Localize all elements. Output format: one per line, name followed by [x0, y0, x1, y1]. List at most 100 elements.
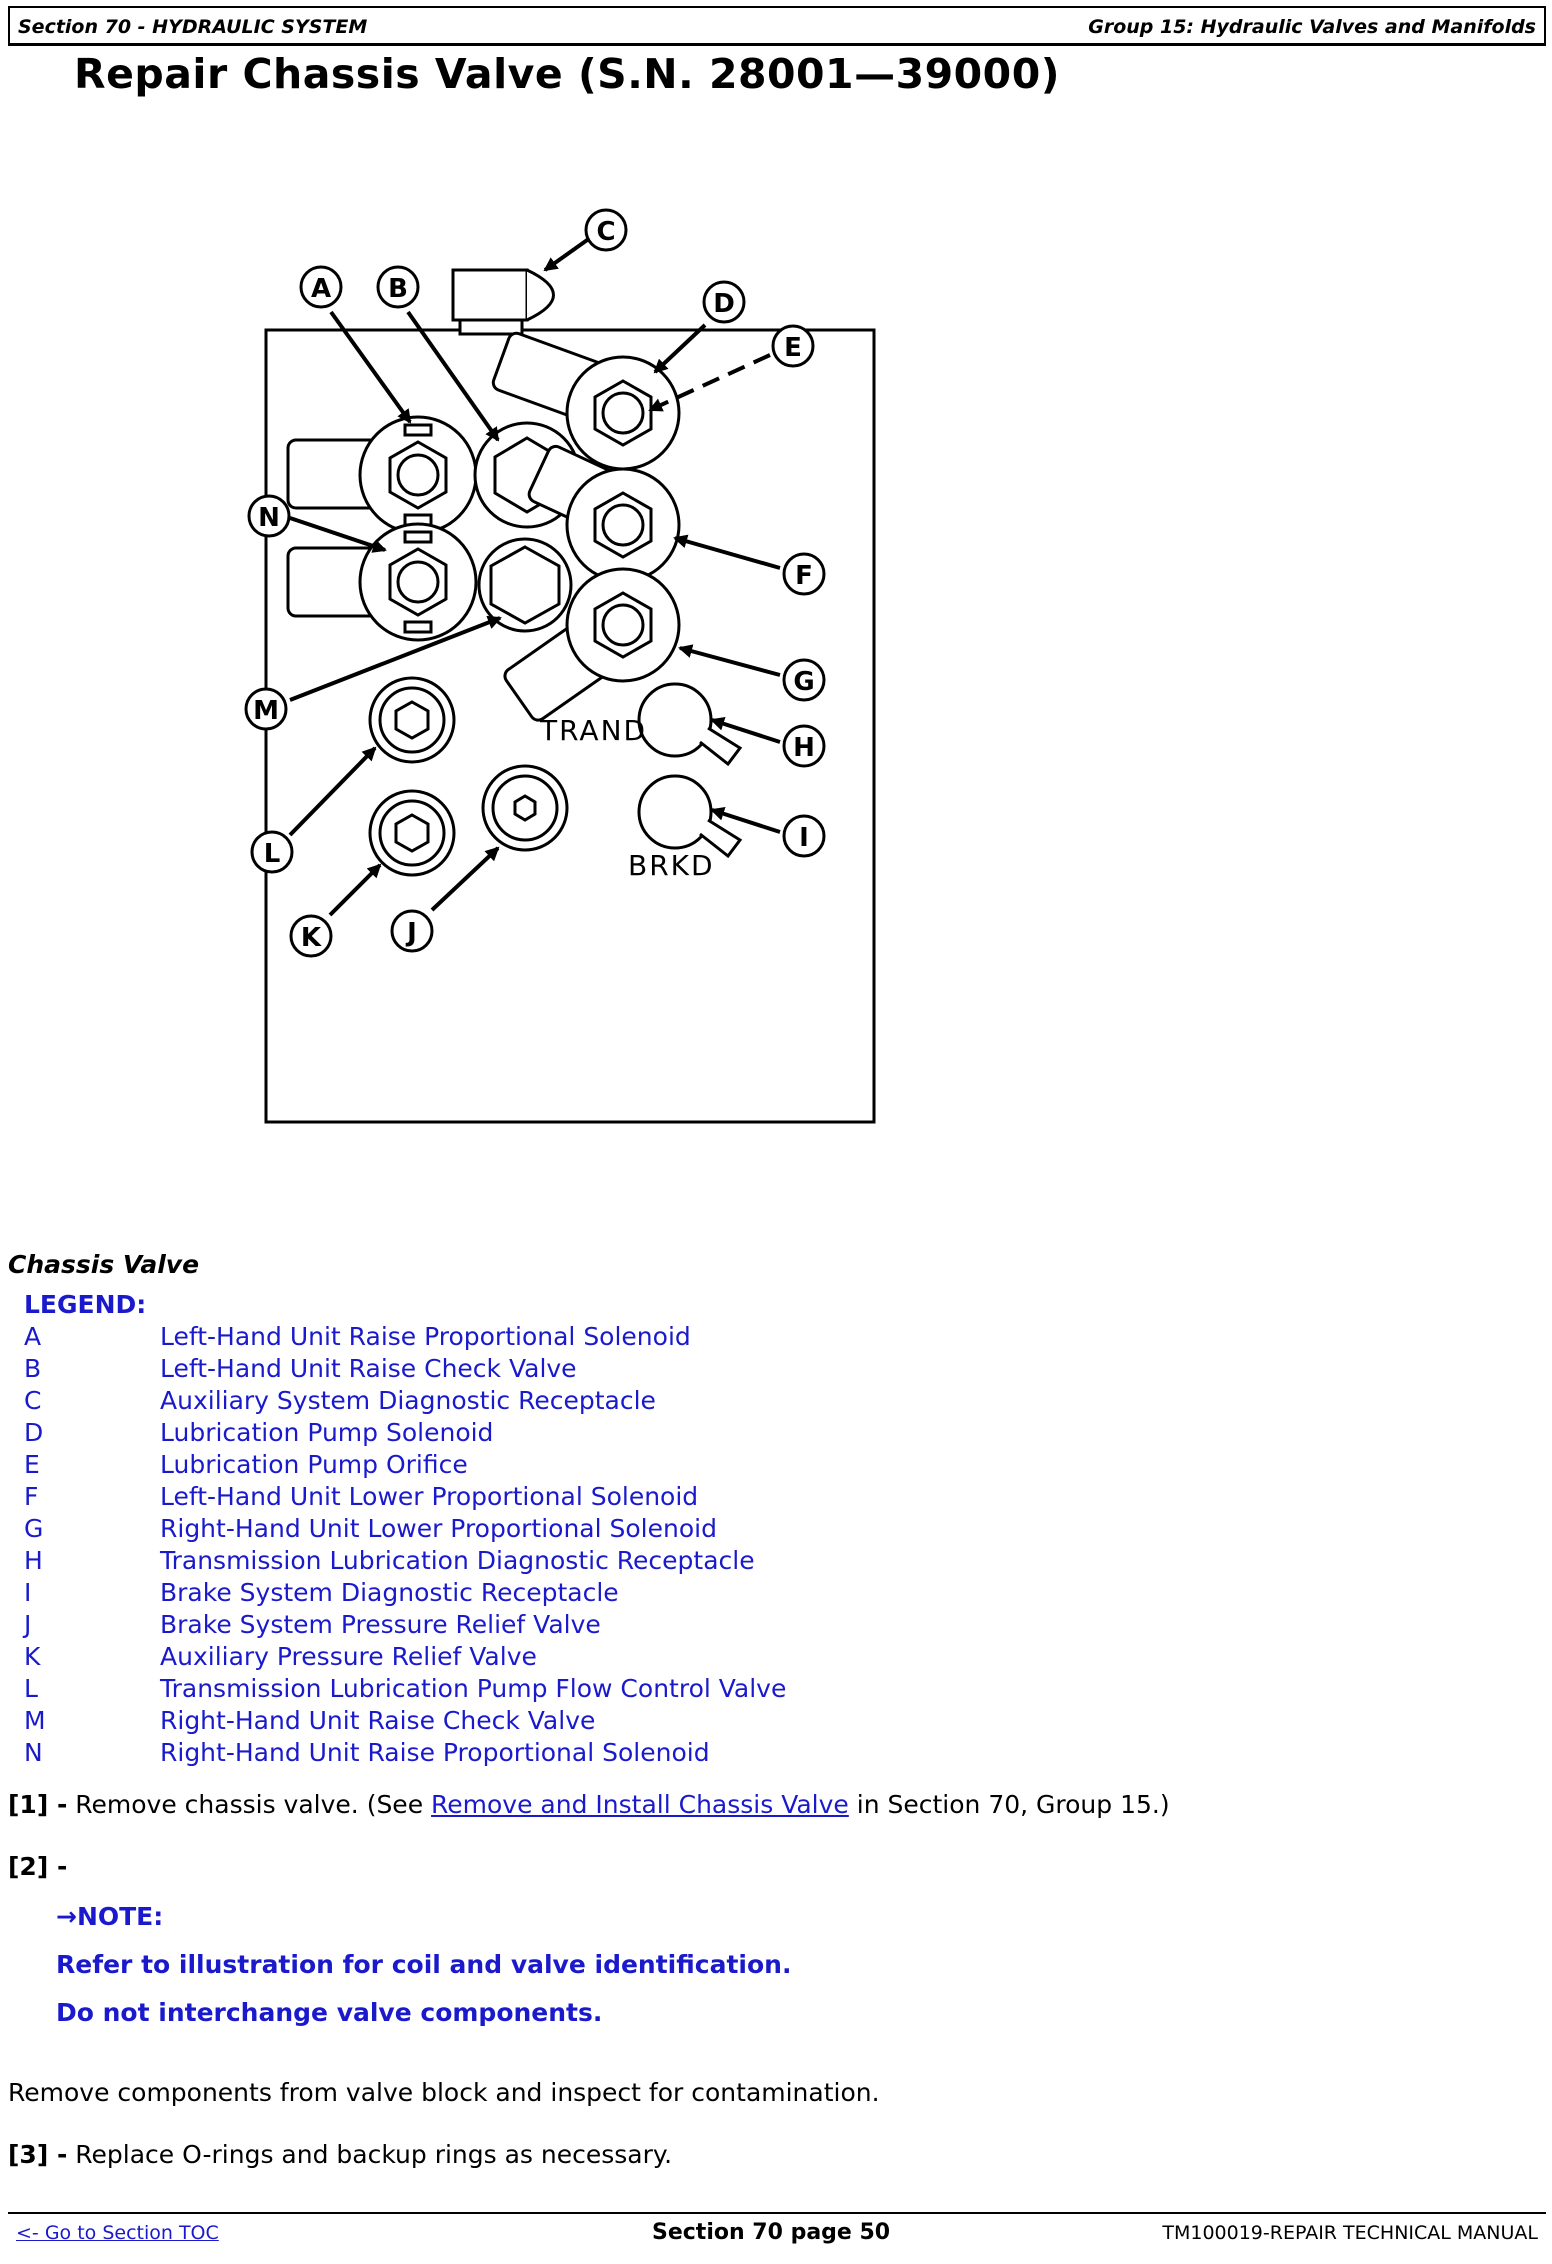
leader-c: [543, 236, 592, 272]
figure-caption: Chassis Valve: [8, 1250, 200, 1279]
legend-key: E: [24, 1450, 40, 1479]
legend-key: J: [24, 1610, 32, 1639]
chassis-valve-illustration: TRAND BRKD A B C D E F: [140, 120, 1020, 1210]
leader-d: [653, 323, 707, 374]
legend-row: C Auxiliary System Diagnostic Receptacle: [24, 1385, 786, 1417]
leader-j: [430, 846, 500, 912]
legend: LEGEND: A Left-Hand Unit Raise Proportion…: [24, 1290, 786, 1769]
solenoid-d: [491, 331, 681, 471]
step-1-tail: in Section 70, Group 15.): [856, 1790, 1170, 1819]
legend-text: Left-Hand Unit Raise Check Valve: [160, 1354, 577, 1383]
callout-n: N: [247, 494, 291, 538]
step-1: [1] - Remove chassis valve. (See Remove …: [8, 1790, 1170, 1819]
manual-id: TM100019-REPAIR TECHNICAL MANUAL: [1162, 2222, 1538, 2244]
legend-key: A: [24, 1322, 42, 1351]
leader-l: [288, 746, 377, 837]
group-title: Group 15: Hydraulic Valves and Manifolds: [1088, 16, 1536, 38]
legend-key: C: [24, 1386, 42, 1415]
legend-text: Left-Hand Unit Lower Proportional Soleno…: [160, 1482, 699, 1511]
legend-text: Right-Hand Unit Raise Proportional Solen…: [160, 1738, 710, 1767]
callout-g: G: [782, 658, 826, 702]
relief-valve-j: [481, 764, 569, 852]
leader-m: [289, 615, 502, 702]
svg-text:L: L: [264, 839, 281, 869]
step-2-number: [2] -: [8, 1852, 68, 1881]
callout-e: E: [771, 324, 815, 368]
legend-key: G: [24, 1514, 44, 1543]
legend-row: E Lubrication Pump Orifice: [24, 1449, 786, 1481]
step-1-number: [1] -: [8, 1790, 68, 1819]
svg-text:E: E: [784, 333, 802, 363]
step-3-text: Replace O-rings and backup rings as nece…: [75, 2140, 673, 2169]
relief-valve-l: [368, 676, 456, 764]
svg-text:J: J: [405, 918, 417, 948]
legend-text: Transmission Lubrication Pump Flow Contr…: [160, 1674, 787, 1703]
svg-text:B: B: [388, 274, 408, 304]
leader-f: [673, 534, 781, 570]
callout-a: A: [299, 265, 343, 309]
legend-row: N Right-Hand Unit Raise Proportional Sole…: [24, 1737, 786, 1769]
note-line-2: Do not interchange valve components.: [56, 1998, 603, 2027]
callout-j: J: [390, 909, 434, 953]
legend-key: I: [24, 1578, 32, 1607]
legend-text: Lubrication Pump Solenoid: [160, 1418, 494, 1447]
svg-text:I: I: [799, 823, 809, 853]
legend-row: A Left-Hand Unit Raise Proportional Solen…: [24, 1321, 786, 1353]
diagnostic-receptacle-c: [451, 268, 555, 336]
legend-text: Auxiliary System Diagnostic Receptacle: [160, 1386, 656, 1415]
svg-text:N: N: [258, 503, 280, 533]
callout-l: L: [250, 830, 294, 874]
step-3-number: [3] -: [8, 2140, 68, 2169]
svg-text:F: F: [795, 561, 813, 591]
legend-key: M: [24, 1706, 46, 1735]
step-2-text: Remove components from valve block and i…: [8, 2078, 880, 2107]
legend-row: H Transmission Lubrication Diagnostic Rec…: [24, 1545, 786, 1577]
remove-install-chassis-valve-link[interactable]: Remove and Install Chassis Valve: [431, 1790, 849, 1819]
step-2: [2] -: [8, 1852, 67, 1881]
solenoid-a: [286, 415, 478, 535]
step-1-text: Remove chassis valve. (See: [75, 1790, 424, 1819]
legend-text: Transmission Lubrication Diagnostic Rece…: [160, 1546, 755, 1575]
legend-key: N: [24, 1738, 43, 1767]
legend-key: H: [24, 1546, 43, 1575]
solenoid-n: [286, 522, 478, 642]
leader-i: [710, 807, 781, 834]
leader-h: [710, 717, 781, 744]
svg-text:M: M: [253, 696, 279, 726]
page-header: Section 70 - HYDRAULIC SYSTEM Group 15: …: [8, 6, 1546, 46]
callout-i: I: [782, 814, 826, 858]
callout-f: F: [782, 552, 826, 596]
leader-b: [406, 310, 500, 442]
callout-b: B: [376, 265, 420, 309]
legend-row: F Left-Hand Unit Lower Proportional Solen…: [24, 1481, 786, 1513]
solenoid-g: [503, 567, 681, 722]
legend-text: Auxiliary Pressure Relief Valve: [160, 1642, 537, 1671]
note-label: →NOTE:: [56, 1902, 164, 1931]
legend-title: LEGEND:: [24, 1290, 147, 1319]
legend-text: Brake System Pressure Relief Valve: [160, 1610, 601, 1639]
callout-m: M: [244, 687, 288, 731]
svg-text:G: G: [793, 667, 814, 697]
page-title: Repair Chassis Valve (S.N. 28001—39000): [74, 50, 1060, 98]
solenoid-f: [527, 444, 681, 583]
callout-d: D: [702, 280, 746, 324]
leader-a: [329, 310, 412, 424]
legend-row: J Brake System Pressure Relief Valve: [24, 1609, 786, 1641]
legend-text: Lubrication Pump Orifice: [160, 1450, 468, 1479]
page-number: Section 70 page 50: [652, 2220, 891, 2245]
section-toc-link[interactable]: <- Go to Section TOC: [16, 2222, 219, 2244]
svg-text:A: A: [311, 274, 331, 304]
leader-e: [648, 353, 771, 412]
leader-n: [289, 516, 387, 553]
leader-k: [328, 863, 382, 917]
port-label-brkd: BRKD: [628, 849, 715, 882]
legend-key: F: [24, 1482, 39, 1511]
receptacle-h: [637, 682, 743, 767]
legend-text: Left-Hand Unit Raise Proportional Soleno…: [160, 1322, 691, 1351]
